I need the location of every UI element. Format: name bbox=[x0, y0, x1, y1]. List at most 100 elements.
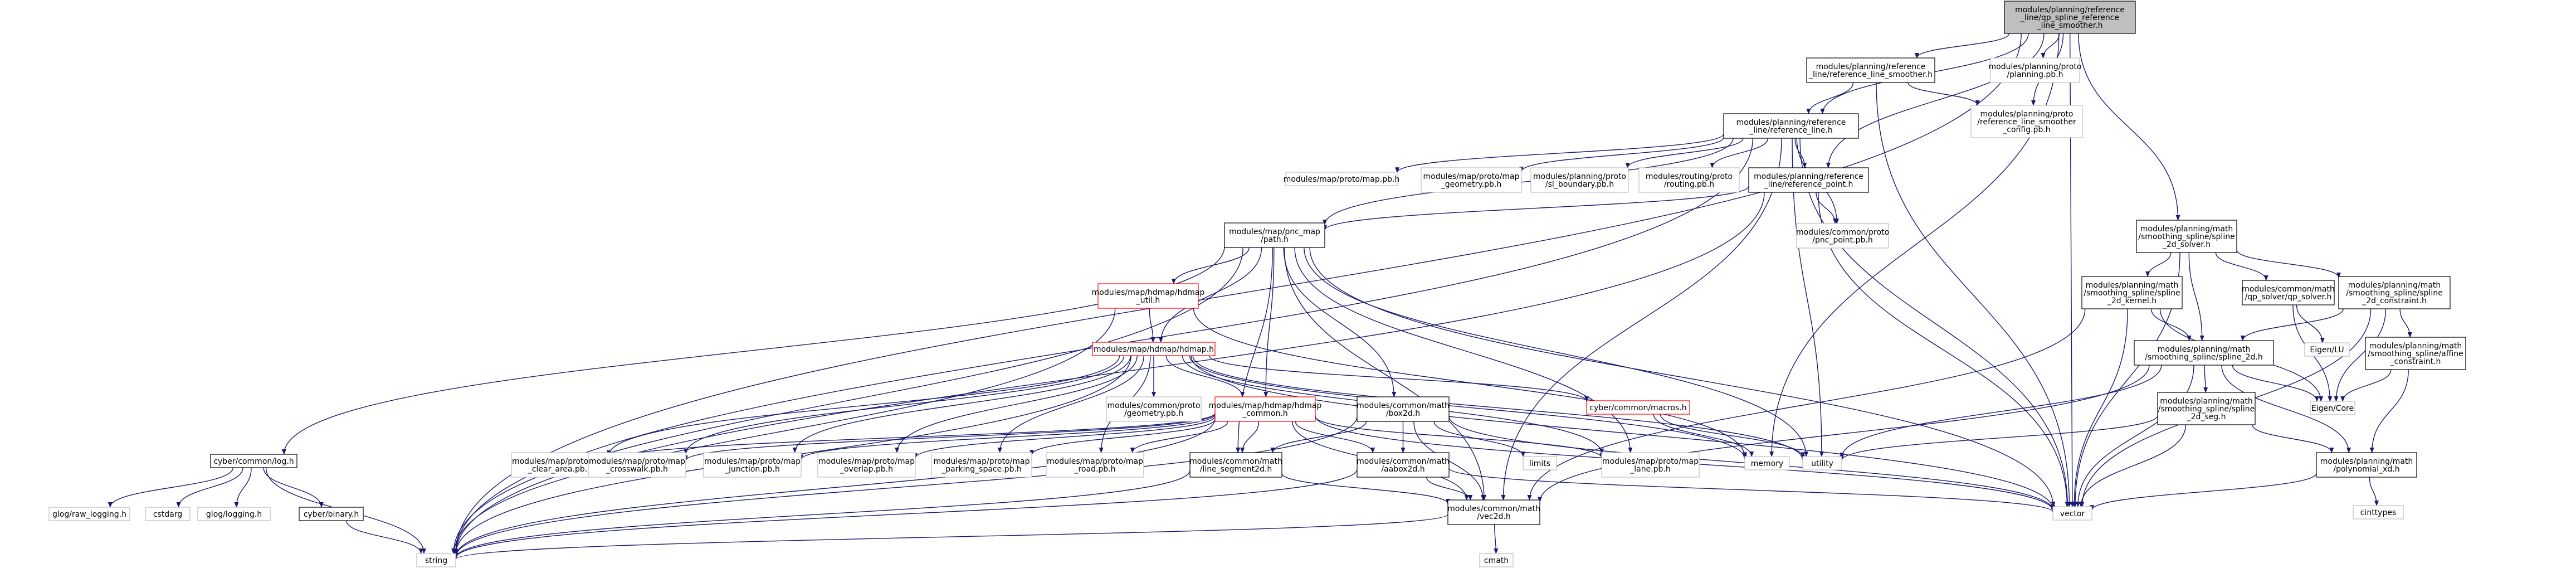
edge-log-to-rawlog bbox=[108, 467, 233, 508]
node-box bbox=[2316, 452, 2417, 478]
node-label-line: modules/map/proto/map bbox=[1047, 457, 1143, 466]
node-label-line: modules/map/proto/map.pb.h bbox=[1284, 175, 1400, 184]
node-box bbox=[1357, 452, 1450, 478]
node-box bbox=[2242, 280, 2335, 305]
edge-rp-to-string bbox=[453, 192, 1765, 556]
edge-rp-to-pncpoint bbox=[1816, 192, 1838, 224]
edge-hdmap-to-vector bbox=[1191, 355, 2055, 511]
edge-affine-to-poly bbox=[2369, 369, 2409, 453]
node-box bbox=[931, 452, 1032, 478]
node-label-line: modules/map/hdmap/hdmap.h bbox=[1094, 345, 1214, 354]
node-label-line: glog/raw_logging.h bbox=[52, 510, 126, 519]
node-label-line: modules/map/proto/map bbox=[1602, 457, 1699, 466]
node-rls[interactable]: modules/planning/reference_line/referenc… bbox=[1806, 57, 1935, 83]
node-box bbox=[1421, 167, 1522, 193]
node-box bbox=[1990, 57, 2080, 83]
node-eigencore: Eigen/Core bbox=[2310, 401, 2355, 415]
edge-path-to-log bbox=[281, 246, 1225, 455]
node-poly[interactable]: modules/planning/math/polynomial_xd.h bbox=[2316, 452, 2417, 478]
node-string: string bbox=[416, 553, 456, 567]
edge-path-to-vector bbox=[1309, 247, 2056, 507]
node-label-line: /box2d.h bbox=[1386, 409, 1420, 418]
node-box bbox=[2081, 276, 2183, 309]
edge-rl-to-routing bbox=[1710, 138, 1769, 168]
node-mapgeom: modules/map/proto/map_geometry.pb.h bbox=[1421, 167, 1522, 193]
node-vec2d[interactable]: modules/common/math/vec2d.h bbox=[1447, 499, 1540, 525]
node-box bbox=[2304, 342, 2350, 357]
node-geometry: modules/common/proto/geometry.pb.h bbox=[1106, 396, 1202, 422]
edge-s2dconstraint-to-s2d bbox=[2240, 308, 2344, 341]
edge-log-to-glog bbox=[234, 467, 252, 508]
node-box bbox=[1748, 167, 1869, 193]
node-label-line: modules/map/proto/map bbox=[512, 457, 608, 466]
edge-hdcommon-to-overlap bbox=[913, 416, 1216, 459]
node-box bbox=[1189, 452, 1282, 478]
node-box bbox=[2353, 505, 2404, 520]
node-box bbox=[2052, 506, 2092, 521]
node-label-line: modules/common/math bbox=[1357, 401, 1450, 410]
edge-hdutil-to-string bbox=[452, 308, 1116, 554]
node-s2dsolver[interactable]: modules/planning/math/smoothing_spline/s… bbox=[2136, 220, 2237, 253]
edge-rp-to-vector bbox=[1818, 192, 2070, 507]
edge-s2dsolver-to-s2dkernel bbox=[2145, 252, 2172, 277]
edge-hdcommon-to-aabox bbox=[1295, 421, 1375, 453]
node-cinttypes: cinttypes bbox=[2353, 505, 2404, 520]
edge-path-to-vec2d bbox=[1284, 247, 1487, 501]
node-label-line: vector bbox=[2060, 509, 2085, 518]
edge-s2d-to-vec2d bbox=[1538, 365, 2150, 503]
edge-rls-to-pconfig bbox=[1907, 82, 1980, 106]
node-box2d[interactable]: modules/common/math/box2d.h bbox=[1357, 396, 1450, 422]
node-rl[interactable]: modules/planning/reference_line/referenc… bbox=[1723, 113, 1859, 139]
node-box bbox=[1097, 283, 1199, 309]
edge-hdmap-to-overlap bbox=[895, 355, 1138, 453]
node-label-line: _geometry.pb.h bbox=[1441, 180, 1501, 189]
node-hdutil[interactable]: modules/map/hdmap/hdmap_util.h bbox=[1092, 283, 1205, 309]
node-label-line: modules/planning/math bbox=[2140, 225, 2233, 234]
edge-hdmap-to-crosswalk bbox=[684, 355, 1125, 455]
edge-rp-to-path bbox=[1323, 186, 1749, 231]
node-box bbox=[1802, 456, 1842, 470]
node-s2dseg[interactable]: modules/planning/math/smoothing_spline/s… bbox=[2157, 392, 2256, 425]
node-s2d[interactable]: modules/planning/math/smoothing_spline/s… bbox=[2134, 340, 2274, 366]
edge-s2dseg-to-poly bbox=[2252, 424, 2334, 453]
edge-vec2d-to-string bbox=[453, 514, 1448, 560]
node-parking: modules/map/proto/map_parking_space.pb.h bbox=[931, 452, 1032, 478]
node-path[interactable]: modules/map/pnc_map/path.h bbox=[1224, 222, 1325, 248]
node-affine[interactable]: modules/planning/math/smoothing_spline/a… bbox=[2365, 337, 2466, 370]
node-box bbox=[2136, 220, 2237, 253]
node-s2dconstraint[interactable]: modules/planning/math/smoothing_spline/s… bbox=[2338, 276, 2451, 309]
node-box bbox=[2157, 392, 2256, 425]
node-box bbox=[1796, 223, 1889, 249]
edge-aabox-to-string bbox=[453, 469, 1358, 559]
node-label-line: _crosswalk.pb.h bbox=[606, 465, 668, 474]
node-s2dkernel[interactable]: modules/planning/math/smoothing_spline/s… bbox=[2081, 276, 2183, 309]
edge-root-to-string bbox=[453, 33, 2022, 555]
node-root[interactable]: modules/planning/reference_line/qp_splin… bbox=[2004, 1, 2136, 34]
edge-log-to-binary bbox=[263, 467, 324, 508]
edge-log-to-cstdarg bbox=[176, 467, 243, 508]
node-box bbox=[299, 507, 364, 521]
node-label-line: modules/planning/reference bbox=[1816, 62, 1926, 71]
edge-rl-to-mapgeom bbox=[1519, 137, 1724, 172]
node-label-line: _2d_seg.h bbox=[2187, 412, 2226, 421]
node-label-line: _2d_constraint.h bbox=[2362, 297, 2427, 305]
node-aabox[interactable]: modules/common/math/aabox2d.h bbox=[1357, 452, 1450, 478]
dependency-edges bbox=[108, 33, 2412, 560]
edge-rl-to-utility bbox=[1792, 138, 1824, 457]
node-crosswalk: modules/map/proto/map_crosswalk.pb.h bbox=[588, 452, 686, 478]
node-log[interactable]: cyber/common/log.h bbox=[210, 454, 297, 468]
node-box bbox=[1523, 456, 1557, 470]
edge-path-to-box2d bbox=[1283, 247, 1397, 397]
edge-box2d-to-lineseg bbox=[1270, 421, 1367, 453]
node-lineseg[interactable]: modules/common/math/line_segment2d.h bbox=[1189, 452, 1282, 478]
node-qpsolver[interactable]: modules/common/math/qp_solver/qp_solver.… bbox=[2242, 280, 2335, 305]
node-label-line: cyber/common/macros.h bbox=[1589, 404, 1686, 412]
node-binary[interactable]: cyber/binary.h bbox=[299, 507, 364, 521]
node-hdcommon[interactable]: modules/map/hdmap/hdmap_common.h bbox=[1209, 396, 1322, 422]
node-macros[interactable]: cyber/common/macros.h bbox=[1586, 400, 1690, 415]
node-hdmap[interactable]: modules/map/hdmap/hdmap.h bbox=[1092, 342, 1216, 356]
edge-root-to-vector bbox=[2069, 33, 2075, 507]
node-label-line: _lane.pb.h bbox=[1629, 465, 1671, 474]
node-rp[interactable]: modules/planning/reference_line/referenc… bbox=[1748, 167, 1869, 193]
